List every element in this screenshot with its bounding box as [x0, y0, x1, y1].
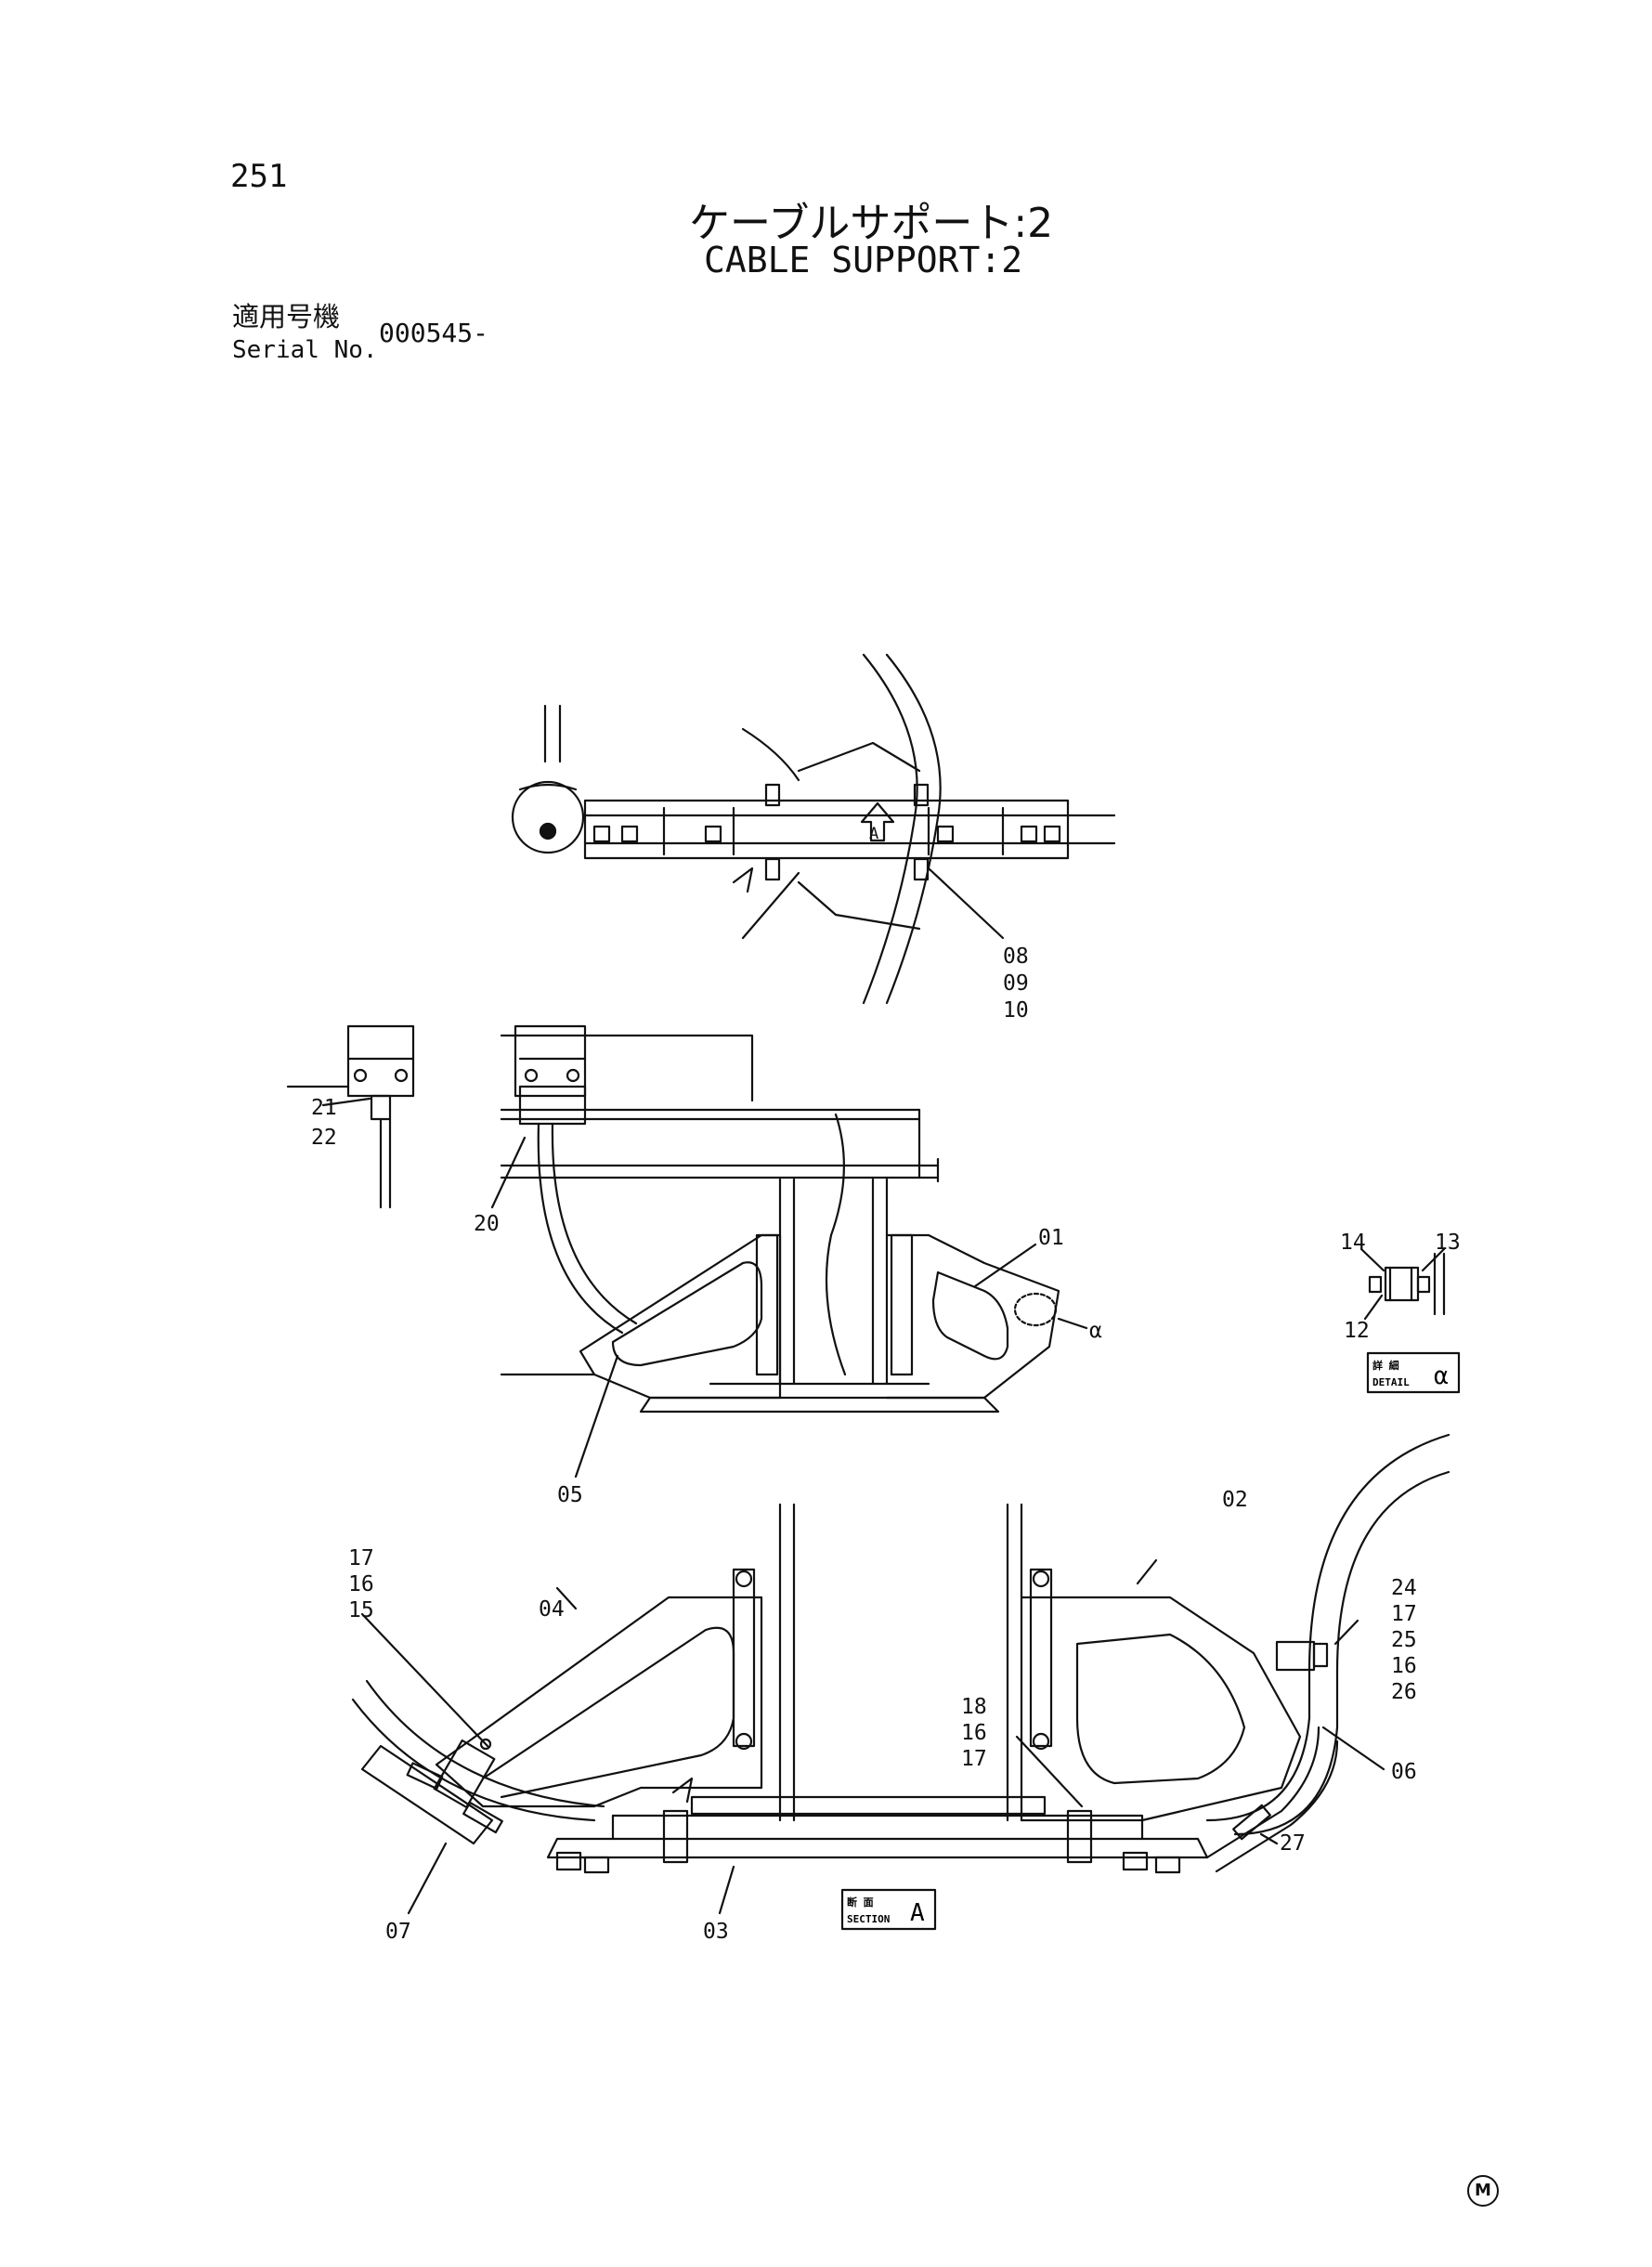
- part-label-10: 10: [1003, 998, 1029, 1023]
- serial-number-value: 000545-: [379, 318, 489, 348]
- part-label-17a: 17: [348, 1546, 374, 1570]
- part-label-21: 21: [311, 1096, 337, 1120]
- part-label-17b: 17: [1391, 1602, 1417, 1626]
- part-label-17c: 17: [961, 1747, 987, 1771]
- page-number: 251: [230, 158, 288, 195]
- title-english: CABLE SUPPORT:2: [704, 240, 1023, 280]
- section-label-japanese: 断 面: [847, 1896, 874, 1909]
- section-id: A: [910, 1899, 925, 1927]
- m-mark: M: [1467, 2175, 1499, 2207]
- part-label-12: 12: [1344, 1319, 1370, 1343]
- part-label-16b: 16: [1391, 1654, 1417, 1678]
- part-label-16a: 16: [348, 1572, 374, 1596]
- part-label-03: 03: [703, 1920, 729, 1944]
- part-label-alpha: α: [1089, 1319, 1102, 1343]
- part-label-16c: 16: [961, 1721, 987, 1745]
- part-label-08: 08: [1003, 945, 1029, 969]
- part-label-22: 22: [311, 1126, 337, 1150]
- part-label-09: 09: [1003, 971, 1029, 996]
- serial-label-japanese: 適用号機: [232, 301, 341, 332]
- part-label-13: 13: [1435, 1231, 1461, 1255]
- part-label-24: 24: [1391, 1576, 1417, 1600]
- detail-box: [1366, 1351, 1461, 1394]
- part-label-15: 15: [348, 1598, 374, 1622]
- part-label-25: 25: [1391, 1628, 1417, 1652]
- part-label-06: 06: [1391, 1760, 1417, 1784]
- detail-label-english: DETAIL: [1372, 1376, 1410, 1388]
- part-label-02: 02: [1222, 1488, 1248, 1512]
- detail-label-japanese: 詳 細: [1372, 1359, 1399, 1372]
- part-label-05: 05: [557, 1483, 583, 1507]
- part-label-07: 07: [385, 1920, 411, 1944]
- part-label-14: 14: [1340, 1231, 1366, 1255]
- section-a-view: [351, 1433, 1450, 1931]
- side-view: [286, 1024, 1088, 1479]
- detail-id: α: [1434, 1362, 1449, 1390]
- section-box: [840, 1888, 937, 1931]
- part-label-04: 04: [539, 1597, 565, 1622]
- view-marker-a: A: [869, 825, 878, 843]
- title-japanese: ケーブルサポート:2: [689, 200, 1054, 247]
- part-label-20: 20: [474, 1212, 500, 1236]
- part-label-01: 01: [1038, 1226, 1064, 1250]
- section-label-english: SECTION: [847, 1913, 890, 1925]
- serial-label-english: Serial No.: [232, 336, 378, 364]
- detail-alpha-view: [1359, 1247, 1461, 1394]
- part-label-27: 27: [1280, 1831, 1306, 1856]
- top-view: [511, 653, 1116, 1005]
- part-label-18: 18: [961, 1695, 987, 1719]
- part-label-26: 26: [1391, 1680, 1417, 1704]
